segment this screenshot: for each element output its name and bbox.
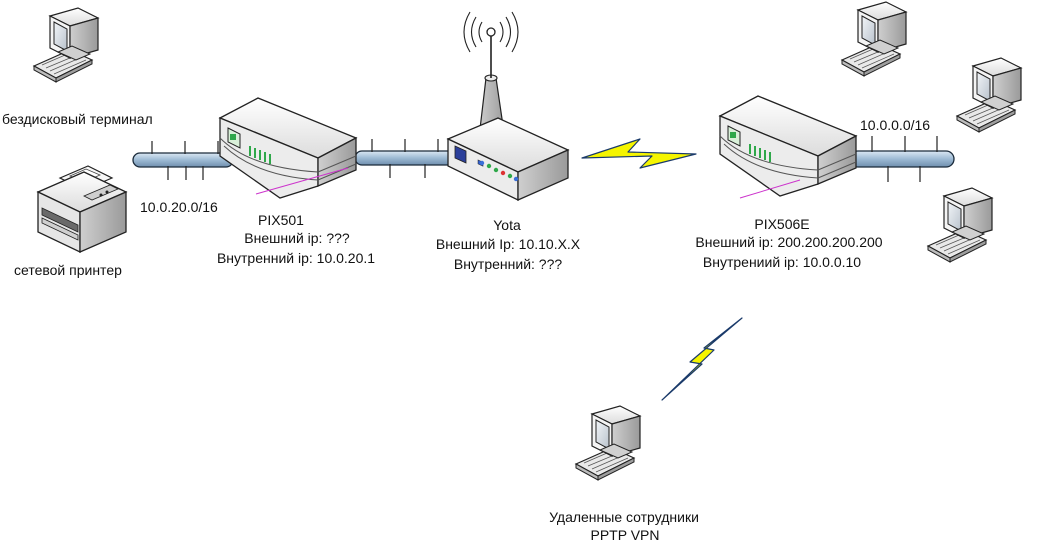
left-subnet-label: 10.0.20.0/16 — [140, 199, 218, 215]
wireless-link-remote-icon — [661, 317, 743, 401]
pix506e-external-ip: Внешний ip: 200.200.200.200 — [695, 234, 883, 250]
pix506e-firewall — [719, 95, 857, 199]
pix506e-internal-ip: Внутрениий ip: 10.0.0.10 — [702, 254, 862, 270]
diskless-terminal-label: бездисковый терминал — [2, 111, 153, 127]
right-subnet-label: 10.0.0.0/16 — [860, 117, 931, 133]
office-computer-3-icon — [927, 187, 993, 263]
network-printer-label: сетевой принтер — [14, 262, 122, 278]
pix501-firewall — [219, 97, 357, 199]
yota-internal-ip: Внутренний: ??? — [453, 256, 563, 272]
left-cable — [132, 141, 234, 180]
yota-modem — [446, 11, 570, 202]
pptp-vpn-label: PPTP VPN — [590, 527, 660, 543]
yota-name: Yota — [493, 217, 521, 233]
remote-computer-icon — [575, 405, 641, 481]
office-computer-2-icon — [956, 57, 1022, 133]
pix506e-name: PIX506E — [754, 216, 810, 232]
diskless-terminal-computer-icon — [33, 7, 99, 83]
network-printer-icon — [36, 165, 128, 254]
right-cable — [849, 136, 955, 182]
remote-employees-label: Удаленные сотрудники — [549, 509, 699, 525]
middle-cable — [354, 139, 456, 178]
pix501-name: PIX501 — [258, 212, 304, 228]
wireless-link-yota-pix506e-icon — [581, 138, 697, 169]
yota-external-ip: Внешний Ip: 10.10.X.X — [435, 236, 581, 252]
pix501-external-ip: Внешний ip: ??? — [244, 230, 350, 246]
radio-waves-icon — [463, 11, 519, 53]
office-computer-1-icon — [841, 1, 907, 77]
pix501-internal-ip: Внутренний ip: 10.0.20.1 — [216, 250, 376, 266]
